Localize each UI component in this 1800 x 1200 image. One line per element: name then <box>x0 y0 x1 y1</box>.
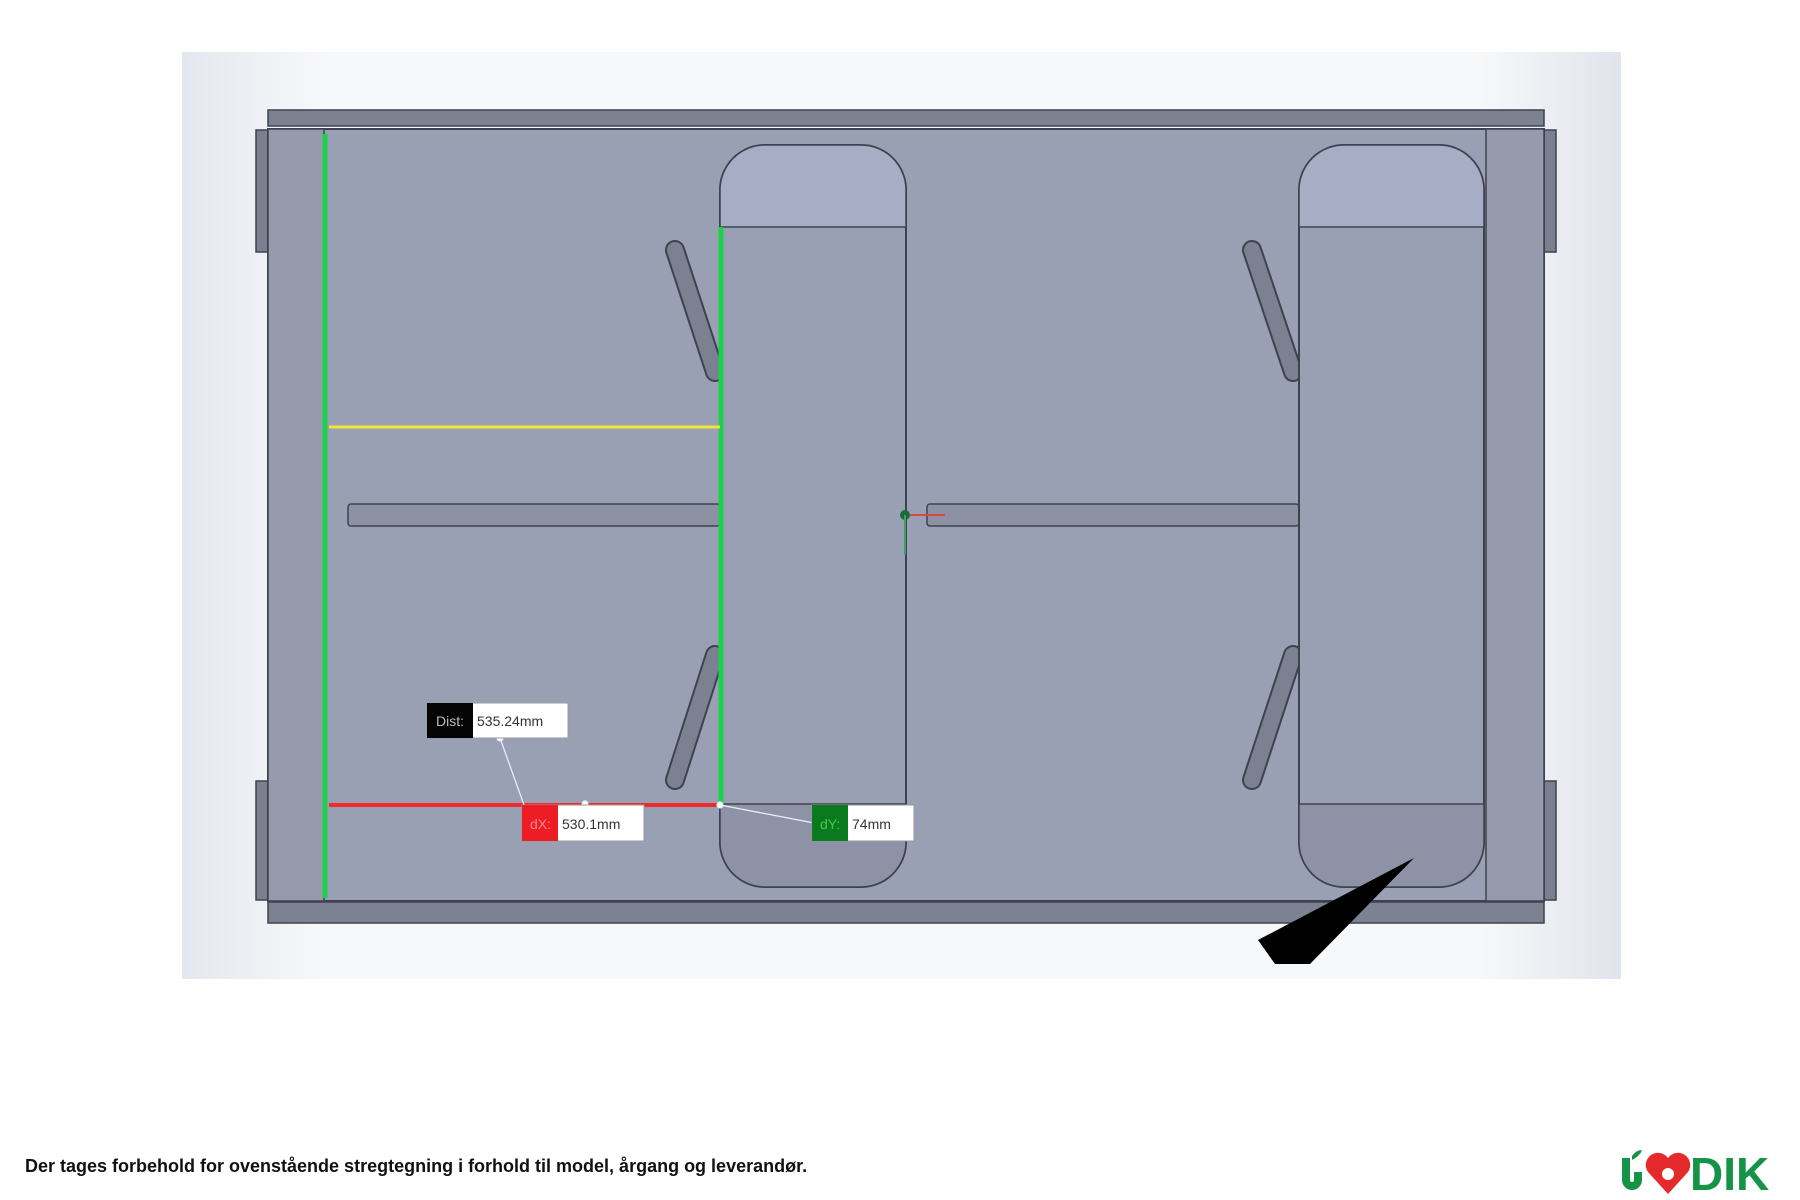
diagonal-braces-fill <box>667 242 1301 788</box>
dy-label: dY: <box>820 816 840 832</box>
right-slot <box>1298 144 1485 888</box>
pointer-arrow-shape <box>1258 858 1414 964</box>
godik-logo: DIK <box>1622 1148 1769 1198</box>
right-cross-bar <box>926 503 1300 527</box>
dx-value: 530.1mm <box>562 816 620 832</box>
dy-value: 74mm <box>852 816 891 832</box>
origin-triad-icon <box>900 510 945 555</box>
dist-label: Dist: <box>436 713 464 729</box>
left-slot <box>719 144 907 888</box>
left-cross-bar <box>347 503 721 527</box>
svg-text:DIK: DIK <box>1690 1148 1769 1198</box>
dx-measurement-label: dX: 530.1mm <box>521 804 645 842</box>
disclaimer-text: Der tages forbehold for ovenstående stre… <box>25 1156 808 1176</box>
logo-letter-g <box>1622 1150 1642 1190</box>
dist-value: 535.24mm <box>477 713 543 729</box>
left-edge-strip <box>267 128 325 902</box>
right-edge-strip <box>1485 128 1545 902</box>
dy-measurement-label: dY: 74mm <box>811 804 915 842</box>
dist-measurement-label: Dist: 535.24mm <box>426 702 569 739</box>
top-rail <box>267 109 1545 127</box>
dx-label: dX: <box>530 816 551 832</box>
